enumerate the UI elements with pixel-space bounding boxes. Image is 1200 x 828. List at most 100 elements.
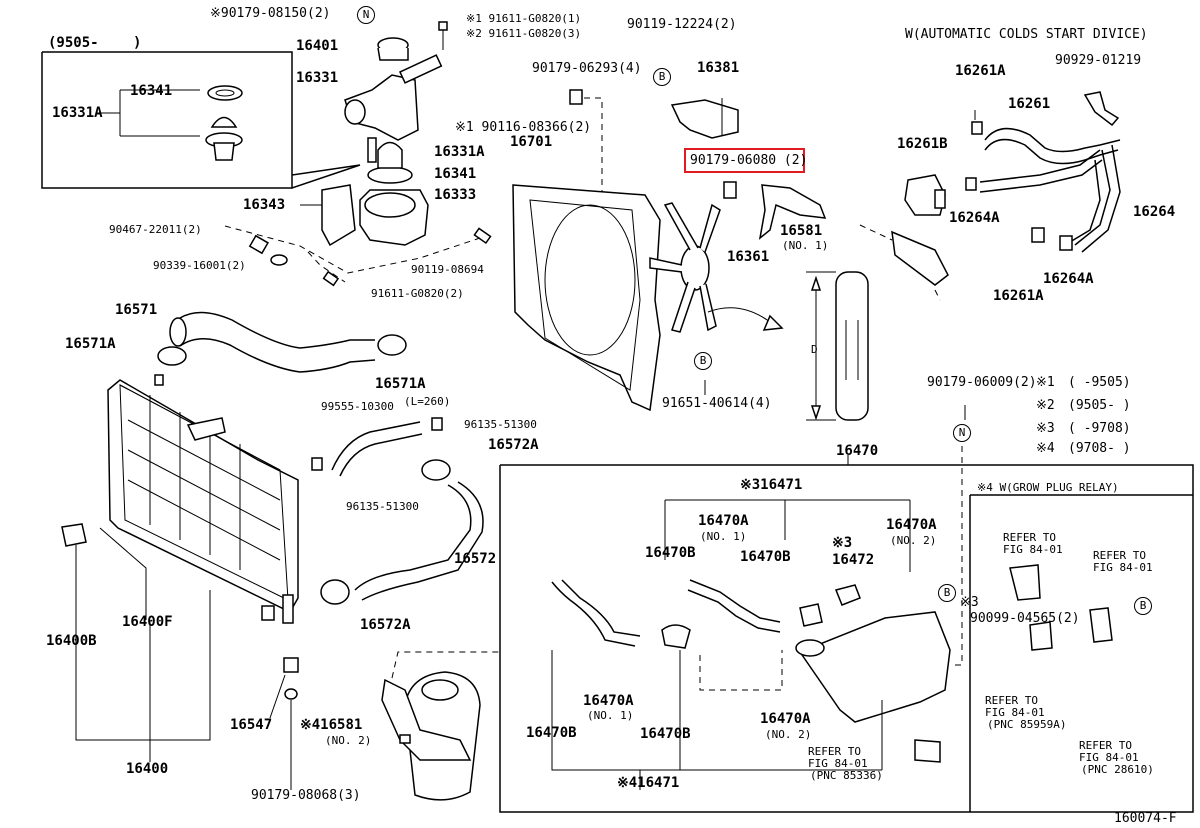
- reference-text: REFER TO: [1003, 531, 1056, 544]
- note-value: ( -9505): [1068, 375, 1131, 390]
- part-label: ※90179-08150(2): [210, 6, 331, 21]
- note-key: ※2: [1036, 398, 1055, 413]
- part-label: 16470: [836, 443, 879, 459]
- thermostat-inset-box: [41, 51, 361, 190]
- drain-plug-icon: [283, 657, 299, 700]
- part-label: 90119-12224(2): [627, 17, 737, 32]
- part-label: 16470B: [640, 726, 691, 742]
- part-label: 16401: [296, 38, 339, 54]
- part-label: ※1 91611-G0820(1): [466, 12, 582, 25]
- reference-text: (PNC 28610): [1081, 763, 1154, 776]
- inset-thermostat-icon: [97, 89, 243, 161]
- part-label: 16333: [434, 187, 477, 203]
- part-label: 91651-40614(4): [662, 396, 772, 411]
- circle-mark-b: B: [938, 584, 956, 602]
- part-label: ※316471: [740, 477, 803, 493]
- part-label: 90119-08694: [411, 263, 484, 276]
- reference-text: FIG 84-01: [1003, 543, 1063, 556]
- header-glow-plug-relay: ※4 W(GROW PLUG RELAY): [977, 481, 1119, 494]
- part-label: 16264A: [949, 210, 1000, 226]
- reference-text: FIG 84-01: [1079, 751, 1139, 764]
- part-label: 16470A: [583, 693, 634, 709]
- part-label: 16261B: [897, 136, 948, 152]
- part-label: 16381: [697, 60, 740, 76]
- part-label: 16572A: [360, 617, 411, 633]
- part-label: 16400F: [122, 614, 173, 630]
- part-label: ※3: [960, 595, 979, 610]
- reference-text: REFER TO: [808, 745, 861, 758]
- highlight-box: [684, 148, 805, 173]
- inset-year-close: ): [133, 35, 142, 51]
- reference-text: REFER TO: [1093, 549, 1146, 562]
- part-label: 16261A: [993, 288, 1044, 304]
- cold-start-hoses-icon: [891, 91, 1121, 286]
- reservoir-tank-icon: [381, 671, 481, 801]
- circle-mark-b: B: [1134, 597, 1152, 615]
- part-label: 90179-06009(2): [927, 375, 1037, 390]
- reference-text: FIG 84-01: [1093, 561, 1153, 574]
- inset-gasket-icon: [207, 85, 243, 101]
- radiator-icon: [61, 374, 299, 624]
- figure-reference: 160074-F: [1114, 811, 1177, 826]
- inset-year-range: (9505-: [48, 35, 99, 51]
- note-value: (9505- ): [1068, 398, 1131, 413]
- part-label: 16264A: [1043, 271, 1094, 287]
- part-label: (NO. 2): [325, 734, 372, 747]
- part-label: 16470A: [698, 513, 749, 529]
- part-label: ※3: [832, 535, 853, 551]
- fan-shroud-icon: [512, 184, 661, 412]
- part-label: 16581: [780, 223, 823, 239]
- part-label: 16470B: [526, 725, 577, 741]
- part-label: 16341: [434, 166, 477, 182]
- highlighted-part-label: 90179-06080 (2): [690, 153, 808, 168]
- part-label: (NO. 1): [700, 530, 747, 543]
- part-label: (L=260): [404, 395, 451, 408]
- part-label: 16343: [243, 197, 286, 213]
- part-label: 90929-01219: [1055, 53, 1142, 68]
- dimension-label: D: [811, 343, 818, 356]
- part-label: 16571A: [375, 376, 426, 392]
- part-label: 16361: [727, 249, 770, 265]
- part-label: 16470B: [645, 545, 696, 561]
- part-label: ※416471: [617, 775, 680, 791]
- circle-mark-b: B: [694, 352, 712, 370]
- part-label: 16331A: [434, 144, 485, 160]
- part-label: 90099-04565(2): [970, 611, 1080, 626]
- water-outlet-icon: [344, 21, 448, 141]
- part-label: 16571: [115, 302, 158, 318]
- thermostat-housing-icon: [248, 137, 492, 287]
- part-label: 16400: [126, 761, 169, 777]
- part-label: 90179-06293(4): [532, 61, 642, 76]
- reservoir-inner-icon: [551, 564, 1113, 763]
- reference-text: REFER TO: [985, 694, 1038, 707]
- part-label: 16261A: [955, 63, 1006, 79]
- part-label: 16470A: [760, 711, 811, 727]
- part-label: 16331A: [52, 105, 103, 121]
- part-label: 16261: [1008, 96, 1051, 112]
- part-label: 16472: [832, 552, 875, 568]
- direction-arrow-icon: [707, 307, 784, 331]
- small-hose-icon: [311, 417, 443, 477]
- circle-mark-n: N: [953, 424, 971, 442]
- part-label: 16341: [130, 83, 173, 99]
- part-label: (NO. 2): [765, 728, 812, 741]
- part-label: 16547: [230, 717, 273, 733]
- bracket-icon: [670, 98, 739, 139]
- circle-mark-b: B: [653, 68, 671, 86]
- part-label: (NO. 2): [890, 534, 937, 547]
- part-label: 90339-16001(2): [153, 259, 246, 272]
- part-label: ※1 90116-08366(2): [455, 120, 592, 135]
- reference-text: REFER TO: [1079, 739, 1132, 752]
- cooling-fan-icon: [649, 202, 721, 333]
- reference-text: (PNC 85336): [810, 769, 883, 782]
- lower-radiator-hose-icon: [320, 459, 484, 605]
- radiator-support-icon: [723, 181, 827, 240]
- part-label: 16572: [454, 551, 497, 567]
- reservoir-detail-box: [499, 455, 1194, 813]
- part-label: 16400B: [46, 633, 97, 649]
- part-label: (NO. 1): [587, 709, 634, 722]
- reference-text: FIG 84-01: [985, 706, 1045, 719]
- part-label: 96135-51300: [346, 500, 419, 513]
